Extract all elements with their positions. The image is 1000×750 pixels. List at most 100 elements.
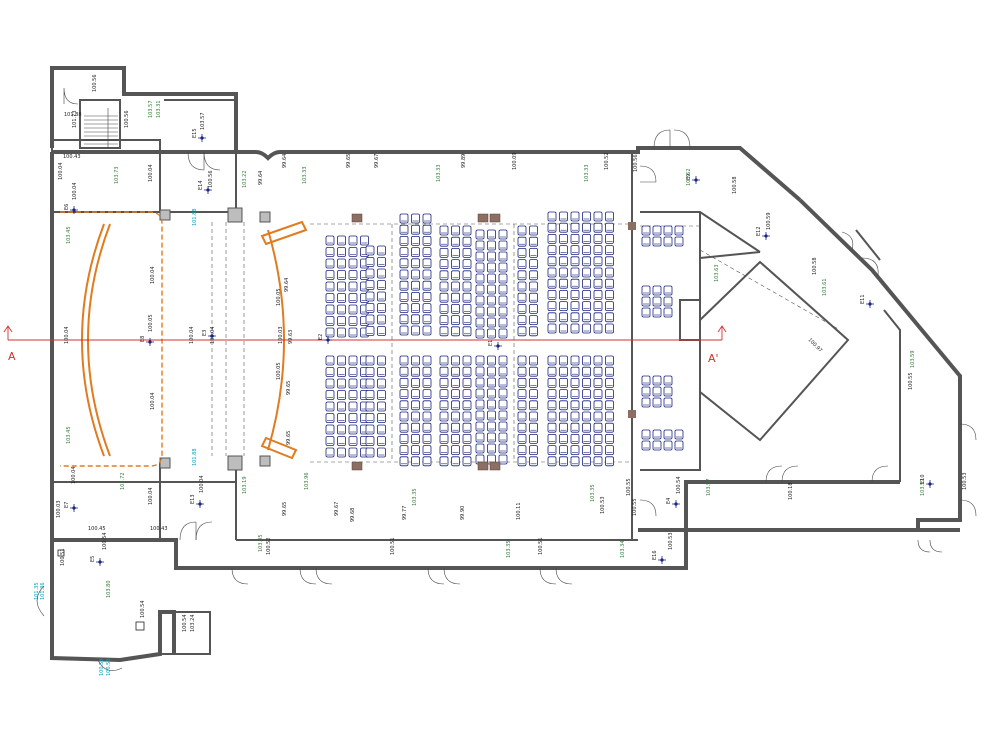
elevation-label: 99.67 — [374, 154, 380, 168]
seat — [399, 433, 409, 444]
elevation-label: 100.97 — [807, 337, 824, 354]
foyer-seat — [663, 296, 673, 307]
seat — [547, 366, 557, 377]
seat — [475, 306, 485, 317]
seat — [547, 233, 557, 244]
seat — [487, 388, 496, 399]
seat — [377, 326, 386, 336]
measure-point-label: E9 — [686, 174, 692, 180]
seat — [605, 245, 614, 256]
seat — [411, 411, 420, 422]
foyer-seat — [663, 397, 673, 408]
seat — [605, 289, 614, 300]
seat — [475, 410, 485, 421]
seat — [605, 301, 614, 312]
seat — [439, 411, 449, 422]
seat — [451, 456, 460, 467]
elevation-label: 103.57 — [200, 113, 206, 131]
elevation-label: 100.45 — [88, 526, 106, 532]
seat — [365, 424, 375, 435]
seat — [517, 259, 527, 270]
elevation-label: 103.57 — [920, 479, 926, 497]
seat — [411, 224, 420, 235]
seat — [451, 400, 460, 411]
foyer-seat — [652, 397, 662, 408]
seat — [439, 292, 449, 303]
seat — [547, 400, 557, 411]
seat — [475, 273, 485, 284]
elevation-label: 103.19 — [242, 477, 248, 495]
seat — [411, 291, 420, 302]
seat — [365, 326, 375, 336]
seat — [547, 267, 557, 278]
seat — [570, 366, 580, 377]
section-mark-right: A' — [708, 352, 719, 365]
seat — [582, 312, 591, 323]
seat — [605, 267, 614, 278]
seat — [593, 389, 603, 400]
seat — [547, 211, 557, 222]
elevation-label: 100.04 — [150, 267, 156, 285]
seat — [593, 400, 603, 411]
seat — [422, 291, 432, 302]
fixtures — [57, 213, 636, 631]
foyer-seat — [663, 440, 673, 451]
seat — [348, 378, 358, 389]
seat — [593, 433, 603, 444]
seat — [559, 222, 568, 233]
seat — [451, 259, 460, 270]
seat — [559, 245, 568, 256]
seat — [547, 256, 557, 267]
seat — [517, 377, 527, 388]
seat — [529, 366, 538, 377]
seat — [582, 400, 591, 411]
seat — [570, 278, 580, 289]
seat — [559, 400, 568, 411]
seat — [348, 424, 358, 435]
interior-walls — [51, 99, 901, 540]
seat — [559, 366, 568, 377]
measure-point-label: E11 — [860, 294, 866, 304]
foyer-seat — [663, 236, 673, 247]
seat — [325, 401, 335, 412]
measure-point-marker: E6 — [64, 204, 78, 214]
seat — [570, 389, 580, 400]
seat — [337, 258, 346, 269]
seat — [422, 314, 432, 325]
elevation-label: 101.88 — [192, 449, 198, 467]
seat — [570, 245, 580, 256]
elevation-label: 100.54 — [140, 601, 146, 619]
measure-point-label: E16 — [652, 550, 658, 560]
seat — [411, 456, 420, 467]
seat — [605, 422, 614, 433]
seat — [325, 367, 335, 377]
elevation-label: 99.89 — [461, 154, 467, 168]
seat — [462, 247, 472, 258]
seat — [377, 280, 386, 290]
seat — [348, 281, 358, 292]
seat — [559, 211, 568, 222]
seat — [439, 303, 449, 314]
seat — [365, 447, 375, 458]
elevation-label: 103.35 — [590, 485, 596, 503]
seat — [570, 233, 580, 244]
elevation-label: 99.65 — [282, 502, 288, 516]
seat — [422, 303, 432, 314]
seat — [377, 413, 386, 423]
seat — [462, 445, 472, 456]
elevation-label: 103.22 — [242, 171, 248, 189]
seat — [547, 301, 557, 312]
seat — [348, 247, 358, 257]
seat — [439, 456, 449, 467]
seat — [325, 247, 335, 257]
seat — [547, 289, 557, 300]
seat — [593, 301, 603, 312]
elevation-label: 101.88 — [192, 209, 198, 227]
seat — [422, 235, 432, 246]
seat — [498, 399, 508, 410]
foyer-seat — [652, 375, 662, 386]
seat — [411, 355, 420, 366]
elevation-label: 103.72 — [120, 473, 126, 491]
seat — [559, 389, 568, 400]
seat — [487, 251, 496, 262]
